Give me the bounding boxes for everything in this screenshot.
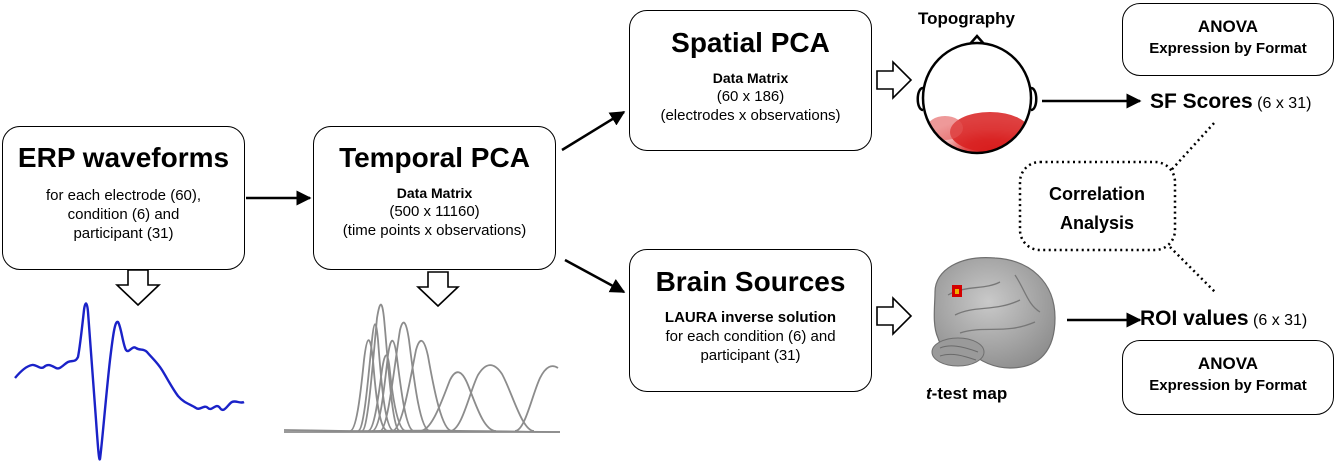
sf-scores-name: SF Scores: [1150, 90, 1253, 113]
sources-method: LAURA inverse solution: [664, 309, 837, 326]
hollow-arrow-down-erp: [115, 269, 161, 307]
pca-component-curves: [283, 303, 561, 433]
brain-ttest-map-icon: [931, 257, 1056, 369]
brain-sources-title: Brain Sources: [655, 266, 846, 297]
sources-line2: participant (31): [700, 347, 801, 364]
temporal-pca-box: Temporal PCA Data Matrix (500 x 11160) (…: [313, 126, 556, 270]
temporal-pca-title: Temporal PCA: [339, 142, 530, 173]
erp-line1: for each electrode (60),: [45, 187, 202, 204]
hollow-arrow-down-temporal: [415, 271, 461, 308]
spatial-matrix-label: Data Matrix: [712, 70, 789, 86]
spatial-desc: (electrodes x observations): [660, 107, 841, 124]
dotted-link-roi: [1134, 211, 1216, 293]
spatial-pca-box: Spatial PCA Data Matrix (60 x 186) (elec…: [629, 10, 872, 151]
temporal-desc: (time points x observations): [342, 222, 527, 239]
erp-line2: condition (6) and: [67, 206, 180, 223]
anova-top-title: ANOVA: [1197, 17, 1259, 36]
sf-scores-dims: (6 x 31): [1257, 95, 1312, 112]
sf-scores-label: SF Scores (6 x 31): [1150, 90, 1311, 114]
brain-sources-box: Brain Sources LAURA inverse solution for…: [629, 249, 872, 392]
ttest-t: t: [926, 384, 932, 403]
topography-head-icon: [916, 34, 1038, 155]
spatial-dims: (60 x 186): [716, 88, 785, 105]
anova-top-box: ANOVA Expression by Format: [1122, 3, 1334, 76]
anova-bottom-title: ANOVA: [1197, 354, 1259, 373]
temporal-matrix-label: Data Matrix: [396, 185, 473, 201]
roi-values-label: ROI values (6 x 31): [1140, 307, 1307, 331]
correlation-line1: Correlation: [1049, 184, 1145, 204]
temporal-dims: (500 x 11160): [389, 203, 480, 220]
sources-line1: for each condition (6) and: [665, 328, 836, 345]
anova-bottom-subtitle: Expression by Format: [1149, 377, 1307, 394]
hollow-arrow-right-spatial: [876, 60, 913, 100]
topography-label: Topography: [918, 9, 1015, 28]
erp-waveforms-title: ERP waveforms: [17, 142, 230, 173]
roi-values-name: ROI values: [1140, 307, 1249, 330]
arrow-temporal-to-spatial: [561, 110, 626, 152]
anova-bottom-box: ANOVA Expression by Format: [1122, 340, 1334, 415]
anova-top-subtitle: Expression by Format: [1149, 40, 1307, 57]
ttest-map-label: t-test map: [926, 384, 1007, 404]
correlation-box: [1018, 160, 1177, 252]
erp-waveform: [14, 302, 245, 461]
erp-line3: participant (31): [73, 225, 174, 242]
dotted-link-sf: [1134, 121, 1216, 211]
arrow-temporal-to-sources: [564, 258, 626, 294]
hollow-arrow-right-sources: [876, 296, 913, 336]
spatial-pca-title: Spatial PCA: [671, 27, 830, 58]
correlation-line2: Analysis: [1060, 213, 1134, 233]
roi-values-dims: (6 x 31): [1253, 312, 1308, 329]
erp-waveforms-box: ERP waveforms for each electrode (60), c…: [2, 126, 245, 270]
ttest-rest: -test map: [931, 384, 1008, 403]
